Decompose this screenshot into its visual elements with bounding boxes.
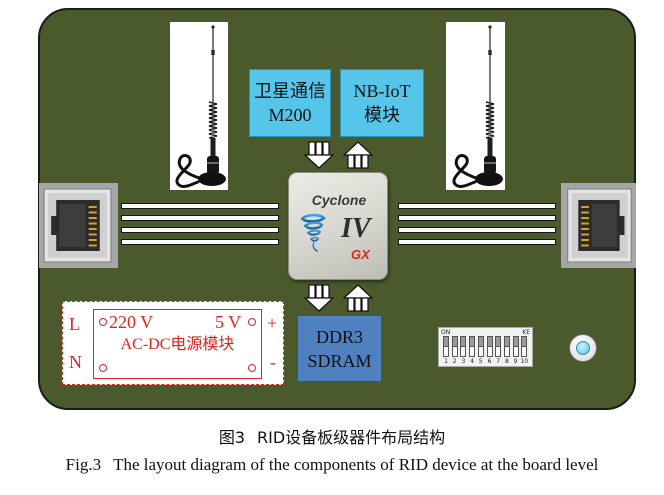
led-indicator-icon — [569, 334, 597, 362]
arrow-up-icon — [343, 141, 373, 169]
trace-left-4 — [121, 239, 279, 245]
figure-title-cn: RID设备板级器件布局结构 — [257, 428, 446, 447]
dip-position-number: 3 — [461, 358, 466, 365]
cyclone-swirl-icon — [300, 213, 326, 252]
satellite-module: 卫星通信 M200 — [249, 69, 331, 137]
fpga-chip: Cyclone IV GX — [288, 172, 388, 280]
dip-switch-lever — [486, 336, 493, 357]
nbiot-module-suffix: 模块 — [364, 105, 400, 125]
fpga-series: IV — [341, 213, 371, 244]
minus-terminal-label: - — [270, 352, 276, 372]
dip-maker-label: KE — [522, 329, 530, 336]
dip-switch-lever — [443, 336, 449, 357]
ddr-generation: DDR3 — [315, 326, 363, 347]
dip-switch: ON KE 1 2 3 4 5 6 7 8 9 10 — [438, 327, 533, 367]
figure-number-cn: 图3 — [218, 428, 245, 447]
dip-switch-lever — [469, 336, 476, 357]
figure-caption-cn: 图3 RID设备板级器件布局结构 — [0, 428, 664, 448]
trace-left-3 — [121, 227, 279, 233]
dip-switch-lever — [503, 336, 510, 357]
satellite-module-name: 卫星通信 — [254, 81, 326, 101]
plus-terminal-label: + — [267, 313, 278, 333]
arrow-up-icon — [343, 284, 373, 312]
dip-position-number: 4 — [470, 358, 474, 365]
dip-position-number: 7 — [496, 358, 501, 365]
dip-switch-lever — [512, 336, 519, 357]
antenna-icon — [452, 25, 503, 188]
dip-position-number: 8 — [504, 358, 509, 365]
dip-position-number: 9 — [513, 358, 518, 365]
power-module-outline — [62, 301, 284, 385]
terminal-hole-icon — [99, 318, 107, 326]
fpga-brand: Cyclone — [311, 192, 367, 208]
line-terminal-label: L — [69, 314, 80, 334]
power-module-title: AC-DC电源模块 — [120, 336, 235, 353]
rj45-port-icon — [39, 183, 118, 268]
trace-right-4 — [398, 239, 556, 245]
antenna-left — [170, 22, 228, 190]
dip-position-number: 5 — [478, 358, 483, 365]
antenna-right — [446, 22, 505, 190]
trace-left-2 — [121, 215, 279, 221]
dip-position-number: 1 — [444, 358, 448, 365]
dip-position-number: 2 — [452, 358, 457, 365]
terminal-hole-icon — [248, 318, 256, 326]
nbiot-module-name: NB-IoT — [353, 81, 411, 101]
input-voltage: 220 V — [109, 312, 154, 332]
terminal-hole-icon — [248, 364, 256, 372]
ddr-memory-module: DDR3 SDRAM — [297, 315, 382, 382]
trace-left-1 — [121, 203, 279, 209]
dip-switch-lever — [451, 336, 458, 357]
satellite-module-model: M200 — [268, 105, 312, 125]
dip-switch-lever — [460, 336, 467, 357]
dip-on-label: ON — [441, 329, 451, 336]
nbiot-module: NB-IoT 模块 — [340, 69, 424, 137]
terminal-hole-icon — [99, 364, 107, 372]
ddr-type: SDRAM — [307, 350, 372, 371]
figure-title-en: The layout diagram of the components of … — [113, 455, 599, 474]
led-lens — [576, 341, 590, 355]
dip-position-number: 10 — [520, 358, 529, 365]
figure-number-en: Fig.3 — [65, 455, 102, 474]
dip-switch-lever — [495, 336, 502, 357]
dip-switch-lever — [477, 336, 484, 357]
fpga-variant: GX — [351, 247, 370, 262]
dip-position-number: 6 — [487, 358, 492, 365]
dip-switch-lever — [521, 336, 528, 357]
power-module-body — [93, 309, 262, 379]
rj45-port-icon — [561, 183, 636, 268]
trace-right-3 — [398, 227, 556, 233]
output-voltage: 5 V — [215, 312, 242, 332]
trace-right-1 — [398, 203, 556, 209]
arrow-down-icon — [304, 284, 334, 312]
arrow-down-icon — [304, 141, 334, 169]
antenna-icon — [175, 25, 226, 188]
trace-right-2 — [398, 215, 556, 221]
figure-caption-en: Fig.3 The layout diagram of the component… — [0, 455, 664, 475]
neutral-terminal-label: N — [69, 352, 82, 372]
